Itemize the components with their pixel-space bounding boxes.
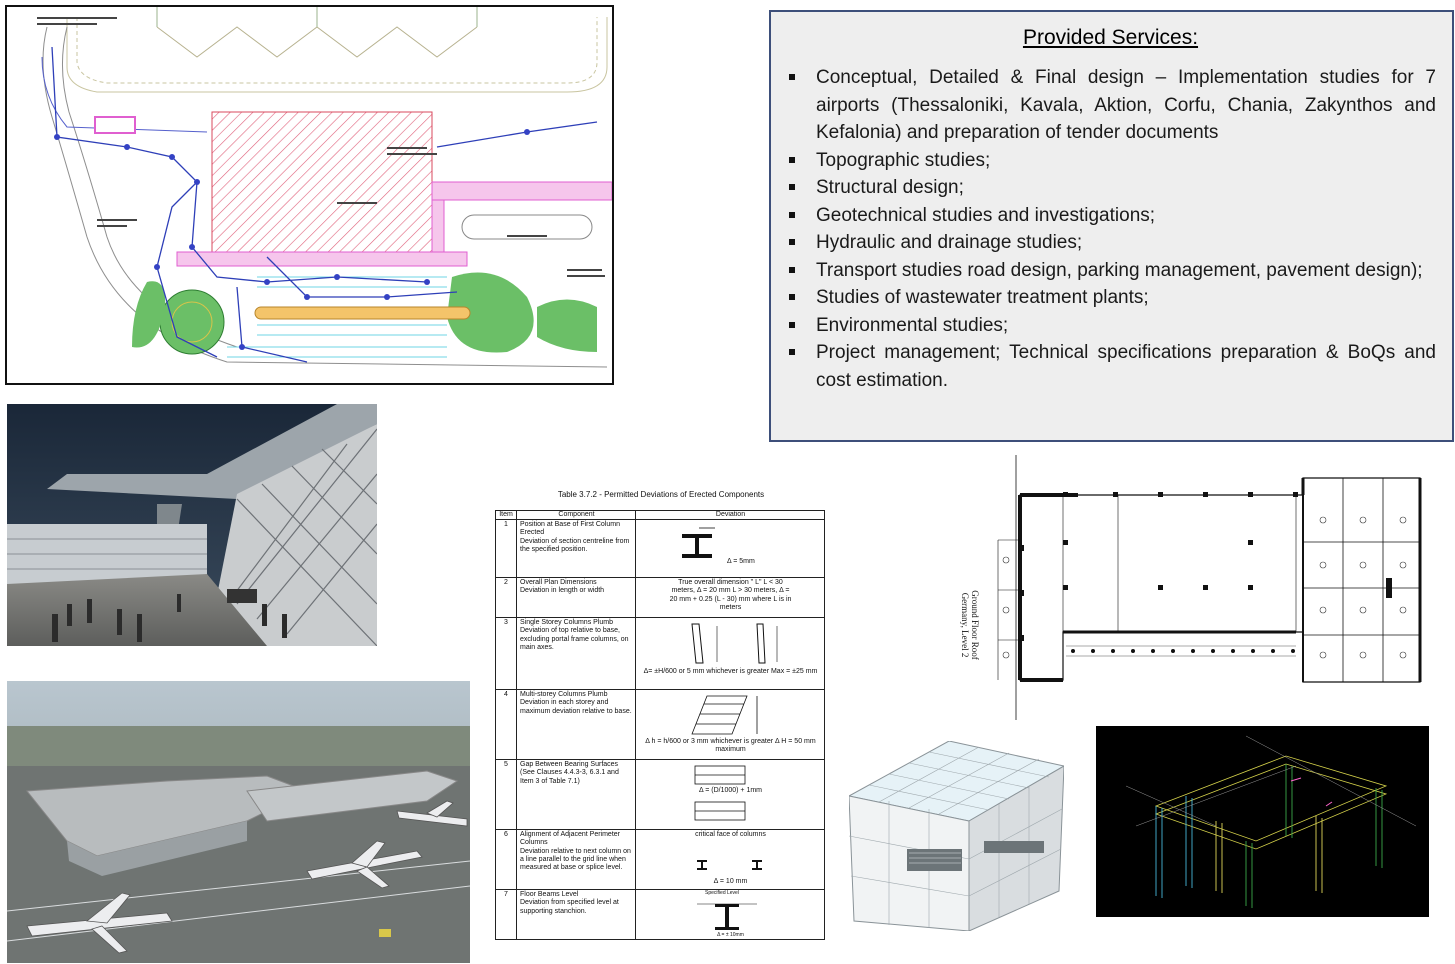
- service-item: Topographic studies;: [785, 147, 1436, 175]
- deviation-table: Table 3.7.2 - Permitted Deviations of Er…: [494, 490, 828, 942]
- row-desc: Deviation in each storey and maximum dev…: [520, 699, 632, 715]
- bullet-icon: [789, 239, 795, 245]
- table-row: 6 Alignment of Adjacent Perimeter Column…: [496, 829, 824, 889]
- provided-services-panel: Provided Services: Conceptual, Detailed …: [769, 10, 1454, 442]
- structural-floor-plan: Ground Floor Roof Germany, Level 2: [958, 450, 1455, 724]
- i-beam-diagram-icon: [682, 527, 715, 558]
- service-item: Project management; Technical specificat…: [785, 339, 1436, 394]
- deviation-table-grid: Item Component Deviation 1 Position at B…: [495, 510, 825, 940]
- bullet-icon: [789, 349, 795, 355]
- header-component: Component: [518, 511, 636, 519]
- bullet-icon: [789, 294, 795, 300]
- row-num: 6: [496, 830, 517, 889]
- row-deviation: Δ = 5mm: [637, 520, 824, 577]
- row-dev-text: True overall dimension " L" L < 30 meter…: [669, 579, 792, 611]
- service-item: Hydraulic and drainage studies;: [785, 229, 1436, 257]
- row-deviation: critical face of columns Δ = 10 mm: [637, 830, 824, 889]
- row-desc: Deviation of top relative to base, exclu…: [520, 627, 629, 651]
- row-num: 4: [496, 690, 517, 759]
- floorplan-side-label: Ground Floor Roof: [970, 590, 980, 660]
- header-deviation: Deviation: [715, 511, 746, 518]
- row-title: Floor Beams Level: [520, 891, 579, 898]
- services-title: Provided Services:: [1022, 26, 1199, 49]
- row-deviation: Δ h = h/600 or 3 mm whichever is greater…: [637, 690, 824, 759]
- airport-aerial-render: [7, 681, 470, 963]
- row-dev-text: Δ = (D/1000) + 1mm: [698, 787, 763, 794]
- table-row: 1 Position at Base of First Column Erect…: [496, 519, 824, 577]
- floor-beam-diagram-icon: [697, 903, 757, 930]
- row-desc: Deviation of section centreline from the…: [520, 537, 630, 553]
- row-title: Gap Between Bearing Surfaces: [520, 761, 619, 768]
- table-caption: Table 3.7.2 - Permitted Deviations of Er…: [557, 490, 765, 499]
- row-title: Overall Plan Dimensions: [520, 579, 597, 586]
- row-num: 5: [496, 760, 517, 829]
- multistorey-diagram-icon: [691, 695, 758, 735]
- bullet-icon: [789, 321, 795, 328]
- table-row: 5 Gap Between Bearing Surfaces(See Claus…: [496, 759, 824, 829]
- row-dev-text: Δ = 5mm: [727, 558, 755, 565]
- column-plumb-diagram-icon: [691, 623, 778, 664]
- row-desc: (See Clauses 4.4.3-3, 6.3.1 and Item 3 o…: [520, 769, 619, 785]
- row-title: Multi-storey Columns Plumb: [520, 691, 608, 698]
- bullet-icon: [789, 266, 795, 273]
- row-deviation: Specified Level Δ = ± 10mm: [637, 890, 824, 939]
- service-item: Environmental studies;: [785, 312, 1436, 340]
- header-item: Item: [496, 511, 517, 519]
- row-deviation: Δ = (D/1000) + 1mm: [637, 760, 824, 829]
- site-plan-drawing: [5, 5, 614, 385]
- row-num: 3: [496, 618, 517, 689]
- row-level-label: Specified Level: [705, 890, 739, 896]
- row-dev-text: Δ = ± 10mm: [717, 932, 744, 938]
- bullet-icon: [789, 74, 795, 80]
- services-list: Conceptual, Detailed & Final design – Im…: [785, 64, 1436, 394]
- row-title: Alignment of Adjacent Perimeter Columns: [520, 831, 620, 847]
- row-dev-text: Δ= ±H/600 or 5 mm whichever is greater M…: [643, 668, 818, 675]
- row-dev-text: Δ h = h/600 or 3 mm whichever is greater…: [645, 738, 816, 754]
- column-alignment-diagram-icon: [697, 860, 762, 870]
- row-title: Position at Base of First Column Erected: [520, 521, 620, 537]
- row-title: Single Storey Columns Plumb: [520, 619, 613, 626]
- cad-wireframe-model: [1096, 726, 1429, 917]
- row-note: critical face of columns: [695, 831, 766, 838]
- service-item: Structural design;: [785, 174, 1436, 202]
- service-item: Studies of wastewater treatment plants;: [785, 284, 1436, 312]
- row-num: 2: [496, 578, 517, 617]
- row-desc: Deviation relative to next column on a l…: [520, 847, 631, 872]
- service-item: Conceptual, Detailed & Final design – Im…: [785, 64, 1436, 147]
- row-num: 1: [496, 520, 517, 577]
- service-item: Geotechnical studies and investigations;: [785, 202, 1436, 230]
- building-3d-model: [847, 740, 1066, 932]
- table-header-row: Item Component Deviation: [496, 511, 824, 519]
- row-desc: Deviation from specified level at suppor…: [520, 899, 619, 915]
- row-dev-text: Δ = 10 mm: [713, 878, 748, 885]
- terminal-interior-render: [7, 404, 377, 646]
- bullet-icon: [789, 211, 795, 218]
- floorplan-side-label-2: Germany, Level 2: [960, 593, 970, 658]
- row-component: Gap Between Bearing Surfaces(See Clauses…: [518, 760, 636, 829]
- bullet-icon: [789, 184, 795, 190]
- row-num: 7: [496, 890, 517, 939]
- bearing-gap-diagram-icon: [694, 765, 746, 821]
- row-component: Position at Base of First Column Erected…: [518, 520, 636, 577]
- row-deviation: Δ= ±H/600 or 5 mm whichever is greater M…: [637, 618, 824, 689]
- row-desc: Deviation in length or width: [520, 587, 605, 595]
- bullet-icon: [789, 156, 795, 163]
- service-item: Transport studies road design, parking m…: [785, 257, 1436, 285]
